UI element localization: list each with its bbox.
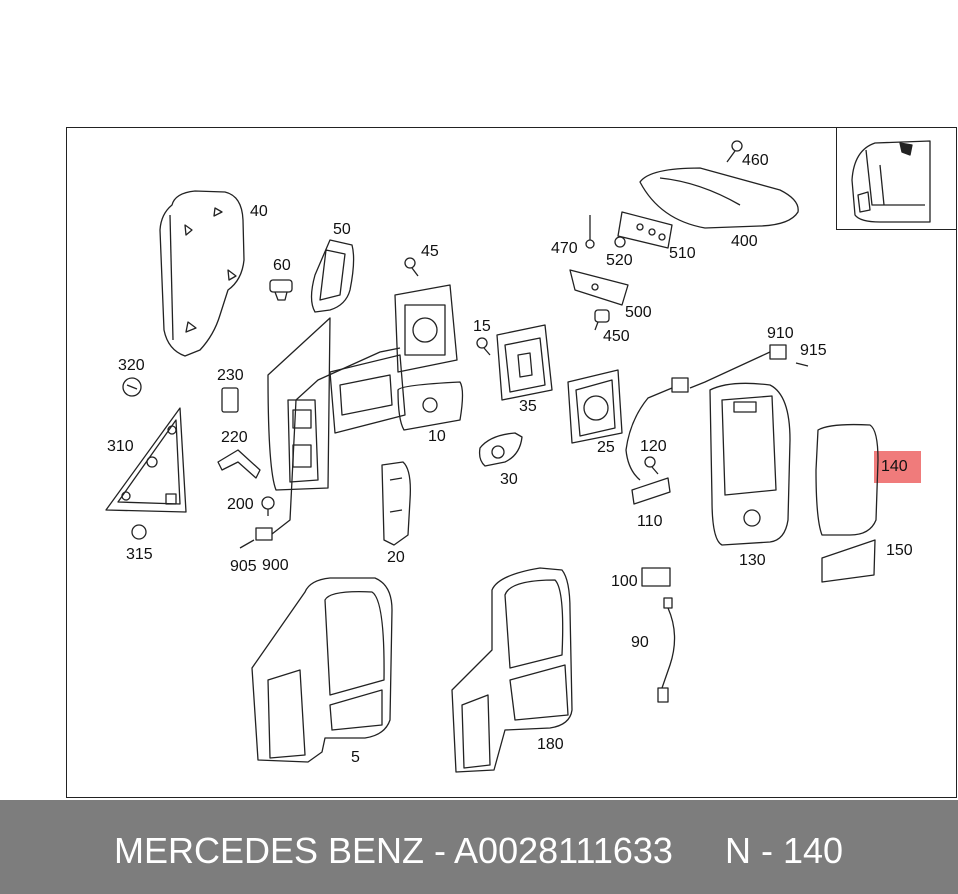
callout-400: 400	[731, 233, 758, 250]
vehicle-location-inset	[836, 127, 957, 230]
part-220-bracket	[217, 449, 261, 479]
callout-45: 45	[421, 243, 439, 260]
callout-905: 905	[230, 558, 257, 575]
part-450-bolt	[594, 309, 610, 331]
footer-reference: N - 140	[725, 830, 844, 871]
part-110-indicator	[631, 477, 671, 505]
part-40-mirror-cover	[159, 190, 245, 357]
callout-120: 120	[640, 438, 667, 455]
part-310-cover-triangle	[105, 407, 187, 513]
exploded-parts-drawing	[105, 140, 931, 773]
callout-110: 110	[637, 513, 663, 530]
part-320-clip	[122, 377, 142, 397]
part-910-915-connectors	[625, 344, 809, 481]
part-400-cover	[639, 167, 799, 229]
callout-50: 50	[333, 221, 351, 238]
part-50-glass	[310, 239, 355, 313]
footer-brand-part-number: MERCEDES BENZ - A0028111633	[114, 830, 673, 871]
part-25-adjuster-motor	[567, 369, 623, 444]
callout-10: 10	[428, 428, 446, 445]
part-120-screw	[644, 456, 659, 475]
part-housing-bracket	[267, 317, 331, 491]
callout-140: 140	[881, 458, 908, 475]
part-100-90-wiring	[641, 567, 676, 703]
part-200-screw	[261, 496, 275, 516]
diagram-frame	[66, 127, 957, 798]
callout-30: 30	[500, 471, 518, 488]
callout-220: 220	[221, 429, 248, 446]
part-510-plate	[617, 211, 673, 249]
part-150-lower-glass	[821, 539, 876, 583]
callout-320: 320	[118, 357, 145, 374]
callout-60: 60	[273, 257, 291, 274]
part-180-mirror-assembly	[451, 567, 573, 773]
callout-90: 90	[631, 634, 649, 651]
footer-bar: MERCEDES BENZ - A0028111633 N - 140	[0, 800, 958, 894]
part-60-bulb	[269, 279, 293, 301]
callout-20: 20	[387, 549, 405, 566]
callout-230: 230	[217, 367, 244, 384]
part-460-screw	[726, 140, 743, 163]
part-470-pin	[585, 215, 595, 249]
callout-910: 910	[767, 325, 794, 342]
inset-van-sketch	[851, 140, 931, 223]
part-230-bulb	[221, 387, 239, 413]
callout-130: 130	[739, 552, 766, 569]
callout-500: 500	[625, 304, 652, 321]
callout-470: 470	[551, 240, 578, 257]
part-30-plate	[478, 432, 523, 467]
callout-15: 15	[473, 318, 491, 335]
callout-35: 35	[519, 398, 537, 415]
callout-200: 200	[227, 496, 254, 513]
part-315-cap	[131, 524, 147, 540]
part-500-bracket	[569, 269, 629, 306]
part-20-arm	[381, 461, 411, 546]
callout-5: 5	[351, 749, 360, 766]
callout-150: 150	[886, 542, 913, 559]
part-900-wiring	[239, 347, 401, 549]
callout-315: 315	[126, 546, 153, 563]
callout-900: 900	[262, 557, 289, 574]
highlight-140	[874, 451, 921, 483]
callout-100: 100	[611, 573, 638, 590]
callout-520: 520	[606, 252, 633, 269]
callout-510: 510	[669, 245, 696, 262]
callout-460: 460	[742, 152, 769, 169]
callout-40: 40	[250, 203, 268, 220]
part-35-bracket	[496, 324, 553, 401]
callout-310: 310	[107, 438, 134, 455]
part-5-mirror-assembly	[251, 577, 393, 763]
part-130-mirror-housing	[709, 382, 791, 546]
part-15-screw	[476, 337, 491, 356]
callout-450: 450	[603, 328, 630, 345]
callout-25: 25	[597, 439, 615, 456]
callout-915: 915	[800, 342, 827, 359]
part-45-screw	[404, 257, 419, 277]
part-10-adjuster-housing	[329, 284, 464, 434]
part-140-mirror-glass	[815, 423, 879, 536]
callout-180: 180	[537, 736, 564, 753]
part-520-nut	[614, 236, 626, 248]
